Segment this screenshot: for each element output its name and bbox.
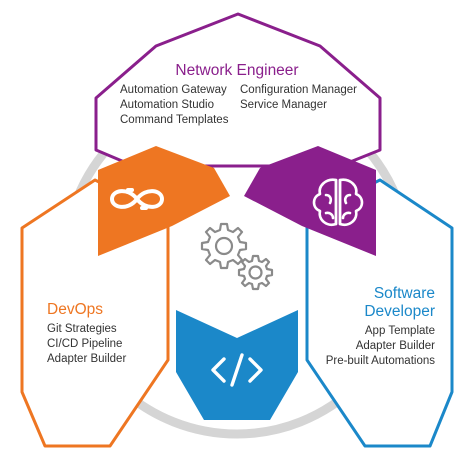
network-engineer-title: Network Engineer: [175, 62, 298, 79]
network-engineer-item: Service Manager: [240, 99, 327, 111]
software-developer-title-line2: Developer: [364, 303, 435, 320]
software-developer-item: Adapter Builder: [356, 340, 435, 352]
software-developer-item: App Template: [365, 325, 435, 337]
code-icon: [211, 353, 263, 387]
network-engineer-item: Automation Gateway: [120, 84, 227, 96]
devops-item: CI/CD Pipeline: [47, 338, 122, 350]
brain-icon: [312, 178, 364, 226]
devops-accent-block: [98, 146, 230, 256]
network-engineer-item: Configuration Manager: [240, 84, 357, 96]
software-developer-panel: [305, 178, 454, 448]
devops-title: DevOps: [47, 301, 103, 318]
infinity-icon: [109, 188, 165, 210]
gears-icon: [200, 222, 274, 291]
devops-item: Git Strategies: [47, 323, 117, 335]
center-hub: [172, 182, 302, 338]
network-engineer-item: Command Templates: [120, 114, 229, 126]
network-engineer-accent-block: [244, 146, 376, 256]
software-developer-item: Pre-built Automations: [326, 355, 436, 367]
network-engineer-item: Automation Studio: [120, 99, 214, 111]
devops-item: Adapter Builder: [47, 353, 126, 365]
software-developer-title-line1: Software: [374, 285, 435, 302]
